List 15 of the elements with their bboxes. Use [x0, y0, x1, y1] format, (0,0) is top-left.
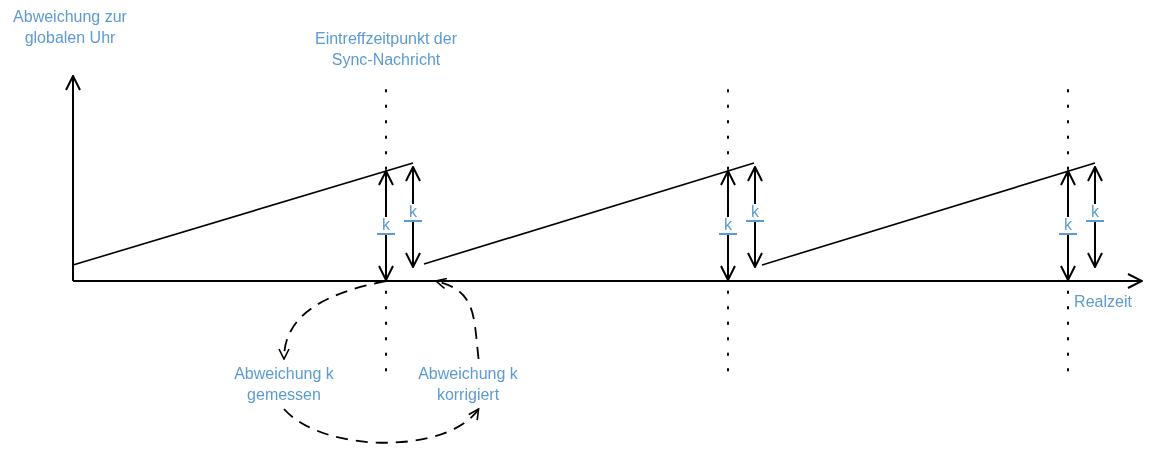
text-label: Abweichung k korrigiert	[402, 363, 534, 405]
variable-label: k	[1086, 204, 1104, 222]
dashed-arrow	[435, 278, 480, 360]
x-axis	[72, 273, 1143, 289]
dashed-arrow	[279, 280, 387, 360]
annotation-label: Eintreffzeitpunkt der Sync-Nachricht	[314, 29, 458, 70]
variable-label: k	[719, 217, 737, 235]
variable-label: k	[1059, 217, 1077, 235]
variable-label: k	[377, 217, 395, 235]
variable-label: k	[404, 204, 422, 222]
text-label: Abweichung k gemessen	[222, 363, 346, 405]
variable-label: k	[746, 204, 764, 222]
axis-label: Realzeit	[1073, 292, 1133, 312]
axis-label: Abweichung zur globalen Uhr	[12, 7, 128, 48]
dashed-arrow	[283, 408, 480, 444]
